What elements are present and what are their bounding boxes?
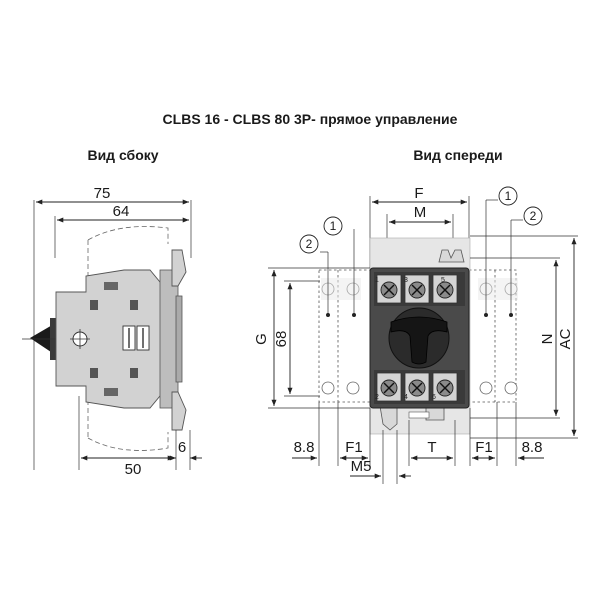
bottom-bracket [171,391,187,431]
mounting-plate [159,269,179,409]
dim-G-label: G [253,333,270,345]
bottom-terminals: 2 4 6 [375,372,458,402]
rotary-handle-lever [390,316,448,365]
dim-N-label: N [539,334,556,345]
dim-AC-label: AC [557,328,574,349]
dim-F1-right-label: F1 [475,439,493,456]
dim-8-8-right-label: 8.8 [522,439,543,456]
callout-2-right-label: 2 [530,209,537,223]
terminal-3-label: 3 [404,277,408,284]
dim-T-label: T [427,439,436,456]
dim-F-label: F [414,185,423,202]
detail-slot [104,388,118,396]
detail-slot [130,368,138,378]
mounting-hole [321,381,335,395]
terminal-2-label: 2 [375,394,379,401]
front-view: F M 1 [253,185,578,484]
terminal-1-label: 1 [375,277,379,284]
detail-slot [90,368,98,378]
side-view: 75 64 50 [22,185,202,478]
dim-64-label: 64 [113,203,130,220]
indicator-label [408,411,430,419]
top-clip [438,249,465,263]
callout-2-left [299,234,319,254]
dim-75-label: 75 [94,185,111,202]
dim-F1-left-label: F1 [345,439,363,456]
detail-slot [104,282,118,290]
callout-2-right [523,206,543,226]
terminal-5-label: 5 [441,277,445,284]
top-bracket [171,249,187,287]
drawing-title: CLBS 16 - CLBS 80 3P- прямое управление [163,111,458,127]
mounting-hole [479,381,493,395]
dim-M5-label: M5 [351,458,372,475]
detail-slot [130,300,138,310]
callout-2-left-label: 2 [306,237,313,251]
side-view-label: Вид сбоку [87,147,158,163]
front-view-label: Вид спереди [413,147,502,163]
callout-1-left [323,216,343,236]
dim-6-label: 6 [178,439,186,456]
callout-1-left-label: 1 [330,219,337,233]
dim-68-label: 68 [273,331,290,348]
dim-M-label: M [414,204,427,221]
dim-8-8-left-label: 8.8 [294,439,315,456]
callout-1-right [498,186,518,206]
top-terminals: 1 3 5 [375,274,458,304]
detail-slot [90,300,98,310]
mounting-hole [504,381,518,395]
dim-50-label: 50 [125,461,142,478]
terminal-4-label: 4 [404,394,408,401]
mounting-hole [346,381,360,395]
callout-1-right-label: 1 [505,189,512,203]
terminal-6-label: 6 [432,394,436,401]
